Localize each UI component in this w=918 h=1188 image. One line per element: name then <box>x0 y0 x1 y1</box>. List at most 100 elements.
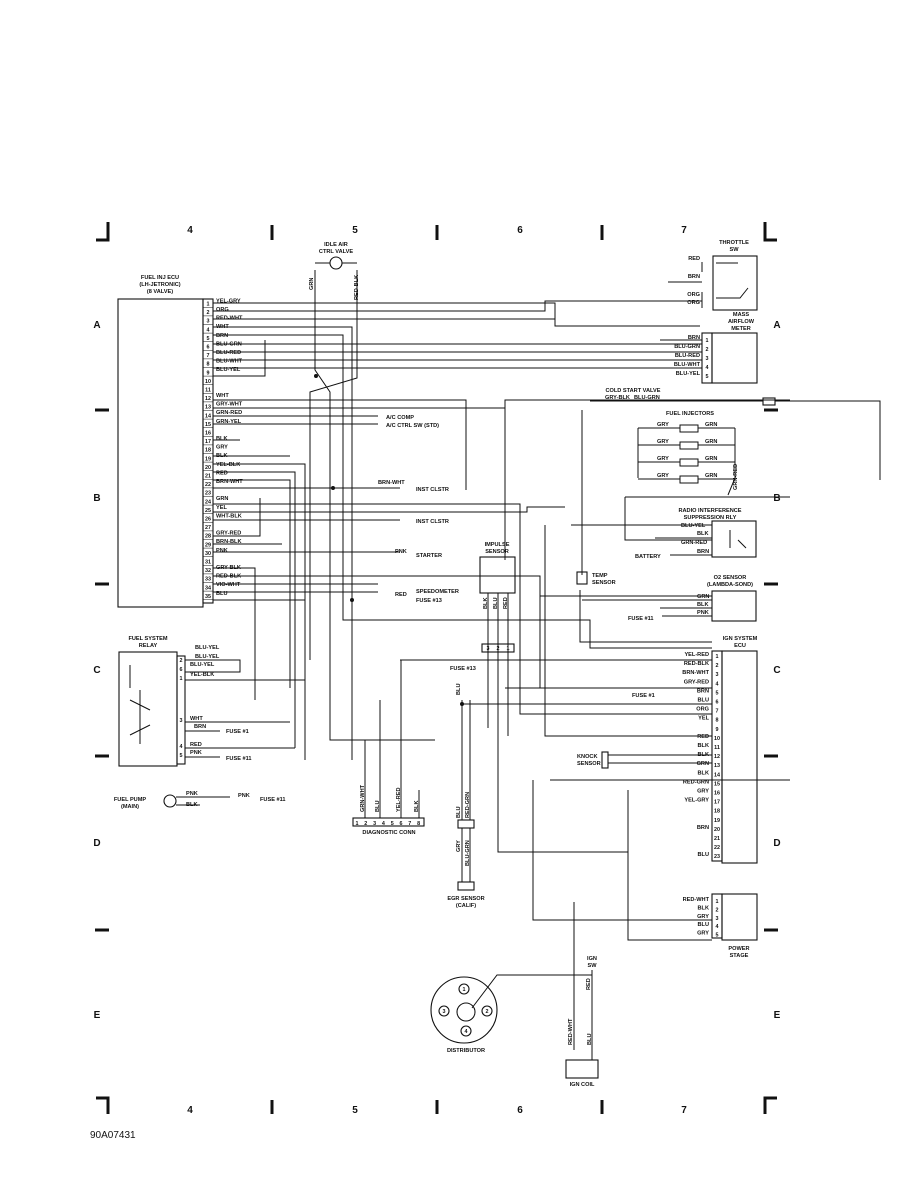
o2-wire-blk: BLK <box>697 602 709 608</box>
ign-ecu-pin-7: 7 <box>716 709 719 715</box>
relay-wire-blu-yel-c: BLU-YEL <box>190 662 215 668</box>
ecu-pin-32: 32 <box>205 568 211 574</box>
ecu-wire-label-2: ORG <box>216 307 229 313</box>
row-label-d-right: D <box>773 838 780 849</box>
ign-ecu-wire-label-23: BLU <box>698 852 710 858</box>
figure-id: 90A07431 <box>90 1130 136 1141</box>
diag-pin-8: 8 <box>417 821 420 827</box>
row-label-c-left: C <box>93 665 100 676</box>
ign-ecu-pin-21: 21 <box>714 836 720 842</box>
ign-sw-title: IGN <box>587 956 597 962</box>
throttle-wire-brn: BRN <box>688 274 700 280</box>
injector-wire-gry: GRY <box>657 456 669 462</box>
ecu-wire-label-35: BLU <box>216 591 228 597</box>
fuel-pump-wire-blk: BLK <box>186 802 198 808</box>
throttle-title-2: SW <box>729 247 739 253</box>
speedometer-label: SPEEDOMETER <box>416 589 459 595</box>
ecu-pin-20: 20 <box>205 465 211 471</box>
ign-ecu-pin-1: 1 <box>716 654 719 660</box>
power-pin-1: 1 <box>716 899 719 905</box>
ecu-pin-10: 10 <box>205 379 211 385</box>
maf-title-3: METER <box>731 326 751 332</box>
ecu-pin-9: 9 <box>207 370 210 376</box>
impulse-wire-red: RED <box>503 597 509 609</box>
relay-pin-3: 3 <box>180 718 183 724</box>
ecu-pin-12: 12 <box>205 396 211 402</box>
diag-fuse-13: FUSE #13 <box>450 666 476 672</box>
ign-ecu-pin-12: 12 <box>714 754 720 760</box>
o2-title-2: (LAMBDA-SOND) <box>707 582 753 588</box>
diag-wire-blk: BLK <box>414 801 420 813</box>
distributor-terminal-1: 1 <box>463 987 466 993</box>
power-wire-3: GRY <box>697 914 709 920</box>
ecu-wire-label-15: GRN-YEL <box>216 419 242 425</box>
ign-ecu-wire-label-7: ORG <box>696 707 709 713</box>
o2-wire-pnk: PNK <box>697 610 709 616</box>
idle-air-title-2: CTRL VALVE <box>319 249 353 255</box>
maf-pin-4: 4 <box>706 365 709 371</box>
col-label-4-bottom: 4 <box>187 1105 193 1116</box>
ign-ecu-pin-19: 19 <box>714 818 720 824</box>
red-fuse-wire: RED <box>395 592 407 598</box>
fuel-inj-ecu: FUEL INJ ECU (LH-JETRONIC) (8 VALVE) 1YE… <box>117 275 243 608</box>
ign-ecu-pin-8: 8 <box>716 718 719 724</box>
ecu-wire-label-21: RED <box>216 470 228 476</box>
row-label-a-right: A <box>773 320 780 331</box>
ecu-pin-17: 17 <box>205 439 211 445</box>
diag-pin-3: 3 <box>373 821 376 827</box>
ign-coil-wire-red-wht: RED-WHT <box>568 1018 574 1045</box>
col-label-6-bottom: 6 <box>517 1105 523 1116</box>
relay-pin-5: 5 <box>180 753 183 759</box>
ecu-pin-33: 33 <box>205 577 211 583</box>
ign-ecu-pin-6: 6 <box>716 700 719 706</box>
power-pin-4: 4 <box>716 924 719 930</box>
radio-wire-blk: BLK <box>697 531 709 537</box>
ecu-pin-23: 23 <box>205 491 211 497</box>
ecu-wire-label-34: VIO-WHT <box>216 582 241 588</box>
ecu-connector <box>202 298 214 604</box>
o2-fuse-11: FUSE #11 <box>628 616 654 622</box>
ign-switch: IGN SW RED <box>586 956 597 1060</box>
ecu-pin-27: 27 <box>205 525 211 531</box>
ecu-wire-label-17: BLK <box>216 436 228 442</box>
ecu-pin-4: 4 <box>207 327 210 333</box>
col-label-6-top: 6 <box>517 225 523 236</box>
ecu-wire-label-5: BRN <box>216 333 228 339</box>
power-title-2: STAGE <box>730 953 749 959</box>
battery-label: BATTERY <box>635 554 661 560</box>
maf-pin-2: 2 <box>706 347 709 353</box>
ign-ecu-wire-label-13: GRN <box>697 761 709 767</box>
ecu-wire-label-18: GRY <box>216 445 228 451</box>
harness-wiring <box>213 270 790 853</box>
throttle-wire-org: ORG <box>687 292 700 298</box>
ecu-body <box>117 298 204 608</box>
egr-wire-gry: GRY <box>456 840 462 852</box>
maf-pin-5: 5 <box>706 374 709 380</box>
diag-pin-6: 6 <box>400 821 403 827</box>
maf-title: MASS <box>733 312 749 318</box>
relay-fuse-11: FUSE #11 <box>226 756 252 762</box>
fuel-pump: FUEL PUMP (MAIN) PNK BLK PNK FUSE #11 <box>114 791 286 810</box>
inst-clstr-label: INST CLSTR <box>416 487 449 493</box>
ecu-wire-label-8: BLU-WHT <box>216 359 243 365</box>
ecu-wire-label-30: PNK <box>216 548 228 554</box>
relay-title: FUEL SYSTEM <box>128 636 167 642</box>
ign-ecu-pin-5: 5 <box>716 690 719 696</box>
radio-suppression-relay: RADIO INTERFERENCE SUPPRESSION RLY BLU-Y… <box>635 508 757 560</box>
ac-comp-label: A/C COMP <box>386 415 414 421</box>
ign-ecu-wire-label-14: BLK <box>698 770 710 776</box>
ign-coil-title: IGN COIL <box>570 1082 595 1088</box>
ign-ecu-wire-label-16: GRY <box>697 789 709 795</box>
ecu-pin-18: 18 <box>205 448 211 454</box>
distributor-terminal-2: 2 <box>486 1009 489 1015</box>
relay-pin-4: 4 <box>180 744 183 750</box>
ecu-pin-34: 34 <box>205 585 211 591</box>
diag-pin-4: 4 <box>382 821 385 827</box>
ign-sw-title-2: SW <box>587 963 597 969</box>
cold-start-title: COLD START VALVE <box>605 388 660 394</box>
ign-ecu-pin-11: 11 <box>714 745 720 751</box>
ecu-pin-1: 1 <box>207 302 210 308</box>
